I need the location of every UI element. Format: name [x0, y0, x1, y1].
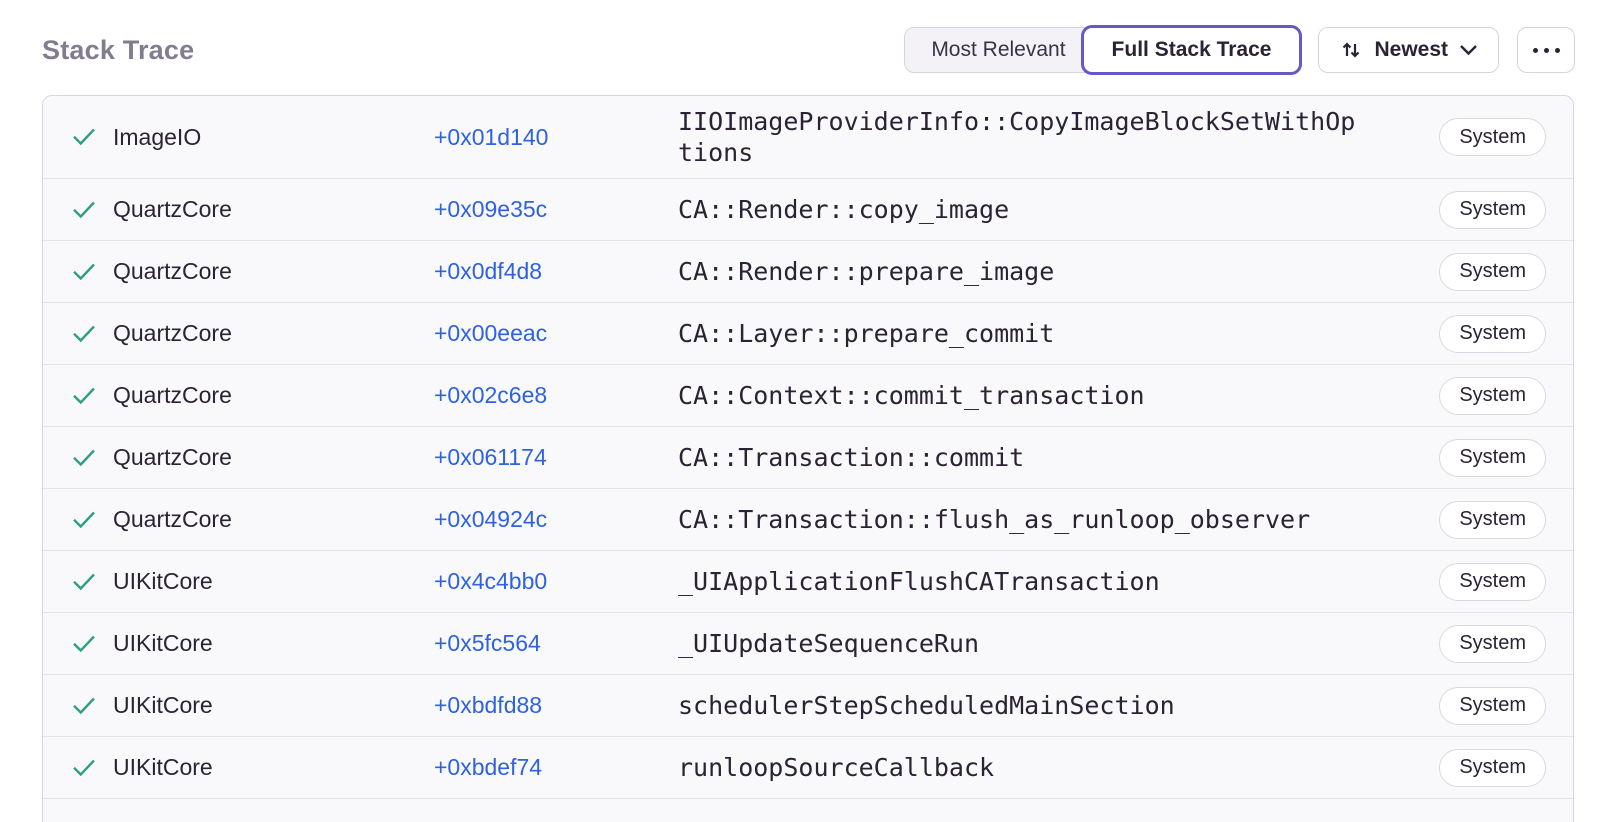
- view-toggle-group: Most Relevant Full Stack Trace: [904, 25, 1303, 75]
- table-row[interactable]: QuartzCore +0x09e35c CA::Render::copy_im…: [43, 178, 1573, 240]
- system-badge: System: [1439, 118, 1546, 156]
- frame-module: QuartzCore: [113, 382, 232, 408]
- table-row[interactable]: UIKitCore +0xbdfd88 schedulerStepSchedul…: [43, 674, 1573, 736]
- toolbar: Most Relevant Full Stack Trace Newest: [904, 25, 1575, 75]
- frame-function: runloopSourceCallback: [678, 753, 995, 782]
- frame-badge-wrapper: System: [1439, 438, 1546, 477]
- check-icon: [69, 257, 113, 287]
- frame-badge-wrapper: System: [1439, 500, 1546, 539]
- frame-address-link[interactable]: +0x01d140: [434, 123, 549, 150]
- stack-trace-table: ImageIO +0x01d140 IIOImageProviderInfo::…: [42, 95, 1574, 822]
- frame-function: schedulerStepScheduledMainSection: [678, 691, 1175, 720]
- table-row[interactable]: QuartzCore +0x00eeac CA::Layer::prepare_…: [43, 302, 1573, 364]
- system-badge: System: [1439, 190, 1546, 229]
- frame-function: CA::Transaction::flush_as_runloop_observ…: [678, 505, 1311, 534]
- table-row[interactable]: ImageIO +0x01d140 IIOImageProviderInfo::…: [43, 96, 1573, 178]
- frame-module: QuartzCore: [113, 196, 232, 222]
- frame-function: _UIUpdateSequenceRun: [678, 629, 980, 658]
- check-icon: [69, 443, 113, 473]
- frame-badge-wrapper: System: [1439, 190, 1546, 229]
- sort-dropdown-label: Newest: [1374, 38, 1448, 61]
- chevron-down-icon: [1459, 44, 1478, 56]
- frame-badge-wrapper: System: [1439, 118, 1546, 156]
- frame-function: CA::Render::prepare_image: [678, 257, 1055, 286]
- frame-module: QuartzCore: [113, 258, 232, 284]
- system-badge: System: [1439, 500, 1546, 539]
- frame-function: CA::Layer::prepare_commit: [678, 319, 1055, 348]
- system-badge: System: [1439, 252, 1546, 291]
- frame-module: UIKitCore: [113, 692, 213, 718]
- frame-badge-wrapper: System: [1439, 376, 1546, 415]
- check-icon: [69, 122, 113, 152]
- frame-badge-wrapper: System: [1439, 748, 1546, 787]
- frame-function: CA::Render::copy_image: [678, 195, 1010, 224]
- system-badge: System: [1439, 376, 1546, 415]
- system-badge: System: [1439, 438, 1546, 477]
- frame-module: QuartzCore: [113, 444, 232, 470]
- table-row[interactable]: QuartzCore +0x04924c CA::Transaction::fl…: [43, 488, 1573, 550]
- frame-module: UIKitCore: [113, 630, 213, 656]
- table-row[interactable]: UIKitCore +0xbdef74 runloopSourceCallbac…: [43, 736, 1573, 798]
- check-icon: [69, 567, 113, 597]
- frame-module: ImageIO: [113, 123, 202, 150]
- frame-badge-wrapper: System: [1439, 562, 1546, 601]
- frame-badge-wrapper: System: [1439, 252, 1546, 291]
- toggle-full-stack-trace-button[interactable]: Full Stack Trace: [1080, 25, 1303, 75]
- page-title: Stack Trace: [42, 34, 195, 65]
- table-row[interactable]: QuartzCore +0x061174 CA::Transaction::co…: [43, 426, 1573, 488]
- frame-function: _UIApplicationFlushCATransaction: [678, 567, 1160, 596]
- frame-function: IIOImageProviderInfo::CopyImageBlockSetW…: [678, 107, 1356, 167]
- more-options-button[interactable]: [1517, 27, 1575, 73]
- table-row[interactable]: UIKitCore +0x5fc564 _UIUpdateSequenceRun…: [43, 612, 1573, 674]
- frame-badge-wrapper: System: [1439, 314, 1546, 353]
- toggle-most-relevant-button[interactable]: Most Relevant: [904, 27, 1093, 73]
- table-row-partial[interactable]: [43, 798, 1573, 822]
- frame-address-link[interactable]: +0x02c6e8: [434, 382, 548, 408]
- check-icon: [69, 629, 113, 659]
- system-badge: System: [1439, 562, 1546, 601]
- table-row[interactable]: QuartzCore +0x0df4d8 CA::Render::prepare…: [43, 240, 1573, 302]
- check-icon: [69, 195, 113, 225]
- table-row[interactable]: QuartzCore +0x02c6e8 CA::Context::commit…: [43, 364, 1573, 426]
- system-badge: System: [1439, 748, 1546, 787]
- system-badge: System: [1439, 314, 1546, 353]
- frame-module: UIKitCore: [113, 754, 213, 780]
- frame-address-link[interactable]: +0xbdef74: [434, 754, 543, 780]
- sort-dropdown-button[interactable]: Newest: [1318, 27, 1499, 73]
- frame-module: QuartzCore: [113, 320, 232, 346]
- frame-address-link[interactable]: +0xbdfd88: [434, 692, 543, 718]
- frame-module: QuartzCore: [113, 506, 232, 532]
- frame-module: UIKitCore: [113, 568, 213, 594]
- check-icon: [69, 753, 113, 783]
- check-icon: [69, 381, 113, 411]
- sort-arrows-icon: [1339, 38, 1363, 62]
- system-badge: System: [1439, 624, 1546, 663]
- frame-address-link[interactable]: +0x04924c: [434, 506, 548, 532]
- check-icon: [69, 319, 113, 349]
- check-icon: [69, 691, 113, 721]
- frame-badge-wrapper: System: [1439, 686, 1546, 725]
- check-icon: [69, 505, 113, 535]
- system-badge: System: [1439, 686, 1546, 725]
- frame-address-link[interactable]: +0x00eeac: [434, 320, 548, 346]
- panel-header: Stack Trace Most Relevant Full Stack Tra…: [42, 24, 1575, 76]
- frame-function: CA::Context::commit_transaction: [678, 381, 1145, 410]
- frame-badge-wrapper: System: [1439, 624, 1546, 663]
- frame-address-link[interactable]: +0x09e35c: [434, 196, 548, 222]
- table-row[interactable]: UIKitCore +0x4c4bb0 _UIApplicationFlushC…: [43, 550, 1573, 612]
- frame-address-link[interactable]: +0x4c4bb0: [434, 568, 548, 594]
- frame-address-link[interactable]: +0x0df4d8: [434, 258, 543, 284]
- frame-function: CA::Transaction::commit: [678, 443, 1025, 472]
- frame-address-link[interactable]: +0x061174: [434, 444, 547, 470]
- frame-address-link[interactable]: +0x5fc564: [434, 630, 541, 656]
- ellipsis-icon: [1532, 47, 1560, 53]
